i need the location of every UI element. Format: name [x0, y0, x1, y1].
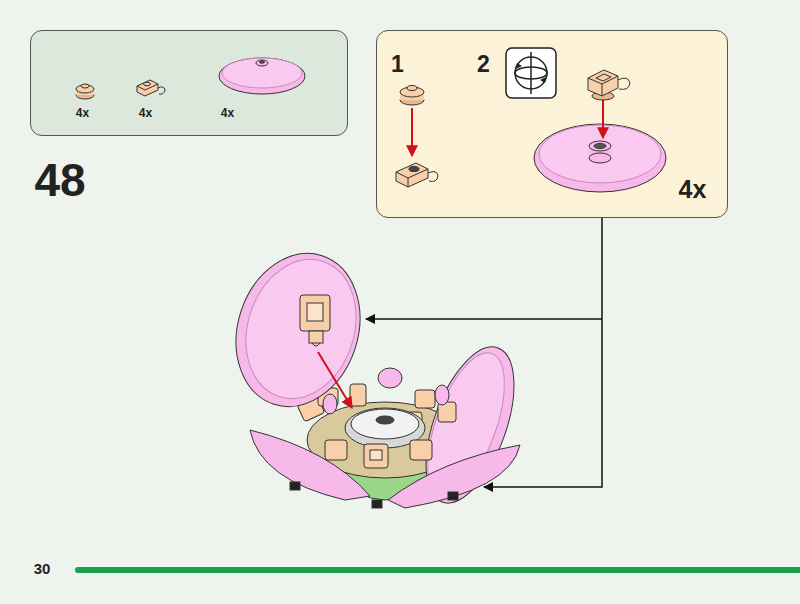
flower-assembly [217, 237, 532, 514]
round-plate-part [76, 84, 94, 99]
part-count: 4x [76, 107, 89, 119]
step-number: 48 [34, 157, 85, 203]
page-bar [78, 567, 800, 573]
substep-number: 1 [391, 53, 404, 76]
substep-panel: 1 2 4x [376, 30, 728, 218]
substep-number: 2 [477, 53, 490, 76]
clip-plate-part [396, 163, 438, 187]
part-count: 4x [139, 107, 152, 119]
assembly-arrow [318, 352, 352, 408]
assembly-arrow [602, 100, 604, 138]
round-plate-part [400, 86, 424, 106]
part-count: 4x [679, 177, 707, 202]
pink-dish-part [219, 58, 305, 94]
substep-panel-fill [376, 30, 728, 218]
pink-dish-part [534, 124, 666, 192]
rotate-icon [506, 48, 556, 98]
clip-plate-part [137, 80, 165, 96]
parts-panel: 4x 4x 4x [30, 30, 348, 136]
parts-panel-fill [30, 30, 348, 136]
part-count: 4x [221, 107, 234, 119]
clip-plate-part [588, 70, 630, 100]
page-number: 30 [34, 561, 51, 576]
assembly-arrow [411, 108, 413, 156]
